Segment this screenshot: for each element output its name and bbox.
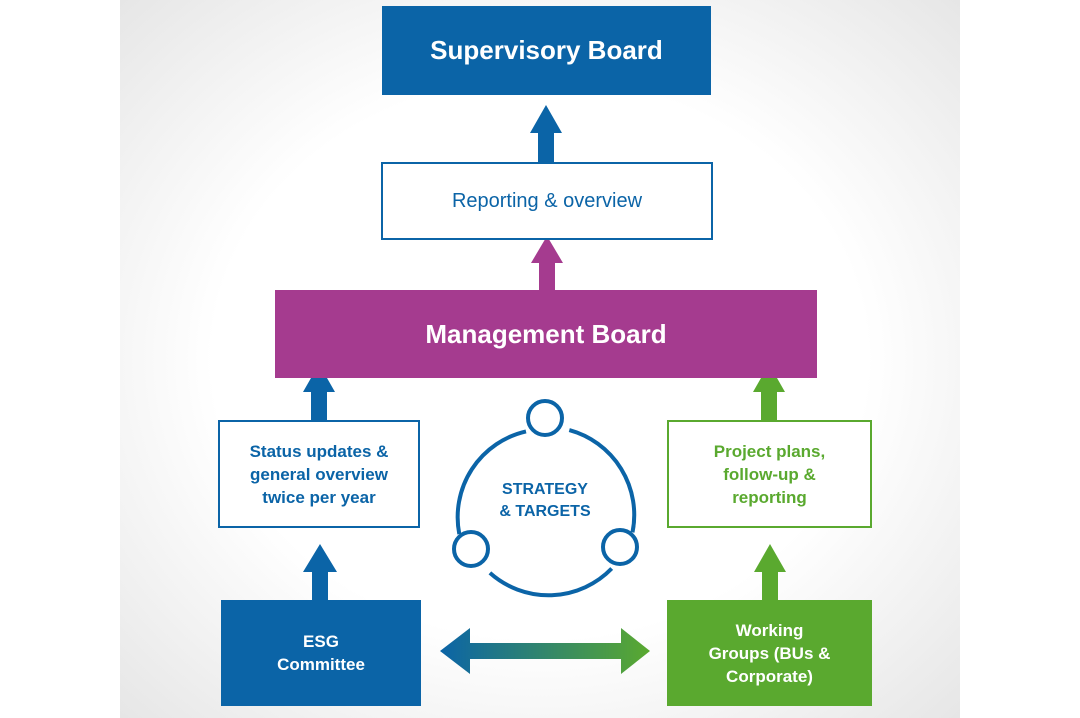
status-updates-label: Status updates & general overview twice … [249, 441, 389, 507]
project-plans-box: Project plans, follow-up & reporting [667, 420, 872, 528]
reporting-overview-box: Reporting & overview [381, 162, 713, 240]
cycle-arc-right [568, 428, 637, 533]
arrow-esg-to-status [303, 544, 337, 600]
cycle-node-left [452, 530, 490, 568]
project-plans-label: Project plans, follow-up & reporting [713, 441, 826, 507]
reporting-overview-label: Reporting & overview [451, 189, 643, 212]
status-updates-box: Status updates & general overview twice … [218, 420, 420, 528]
arrow-bidirectional-esg-working [440, 628, 650, 674]
working-groups-label: Working Groups (BUs & Corporate) [708, 620, 831, 686]
cycle-node-right [601, 528, 639, 566]
arrow-project-to-management [753, 364, 785, 420]
arrow-reporting-to-supervisory [530, 105, 562, 162]
strategy-targets-label-box: STRATEGY & TARGETS [480, 475, 610, 527]
arrow-management-to-reporting [531, 236, 563, 290]
cycle-node-top [526, 399, 564, 437]
arrow-status-to-management [303, 364, 335, 420]
strategy-targets-label: STRATEGY & TARGETS [499, 481, 591, 520]
supervisory-board-label: Supervisory Board [430, 35, 663, 65]
supervisory-board-box: Supervisory Board [382, 6, 711, 95]
management-board-box: Management Board [275, 290, 817, 378]
strategy-cycle-icon [452, 399, 639, 598]
management-board-label: Management Board [425, 318, 667, 349]
esg-committee-box: ESG Committee [221, 600, 421, 706]
cycle-arc-bottom [488, 567, 614, 598]
arrow-working-to-project [754, 544, 786, 600]
esg-committee-label: ESG Committee [277, 632, 365, 674]
working-groups-box: Working Groups (BUs & Corporate) [667, 600, 872, 706]
cycle-arc-left [455, 429, 527, 535]
